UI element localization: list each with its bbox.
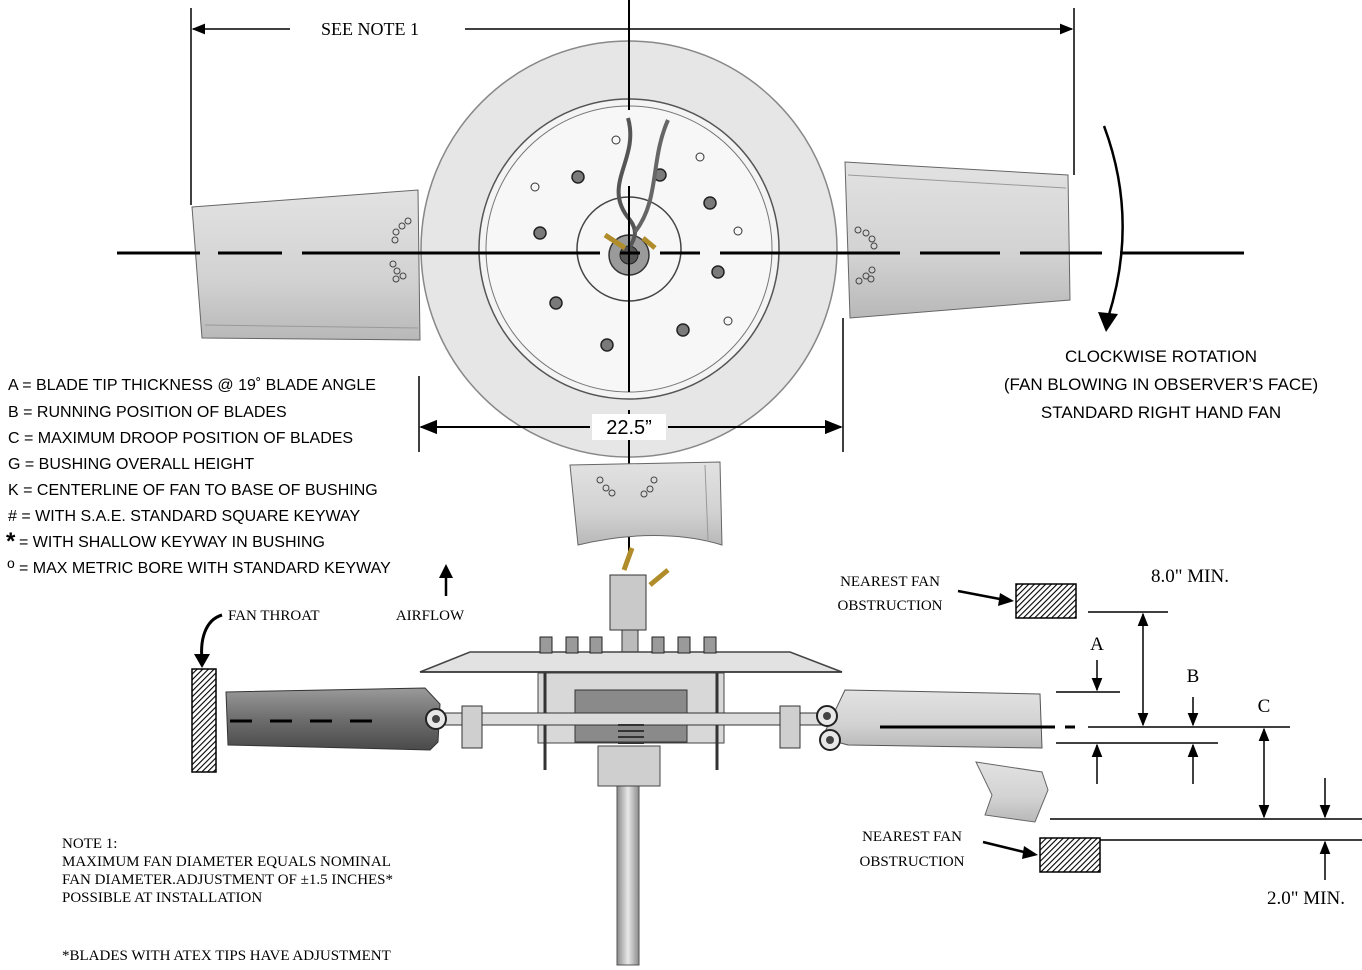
rotation-line3: STANDARD RIGHT HAND FAN [1041,403,1281,422]
label-a: A [1090,634,1104,655]
blade-right [844,161,1071,319]
obstruction-bottom: NEAREST FAN OBSTRUCTION 2.0" MIN. [859,829,1344,909]
hub-diameter-label: 22.5” [606,417,652,439]
airflow-arrow: AIRFLOW [396,564,465,624]
blade-left [191,189,421,341]
note-footnote: *BLADES WITH ATEX TIPS HAVE ADJUSTMENT [62,948,391,964]
legend-item: A = BLADE TIP THICKNESS @ 19˚ BLADE ANGL… [8,377,376,394]
legend-item: # = WITH S.A.E. STANDARD SQUARE KEYWAY [8,508,361,525]
clearance-dimensions [1050,611,1362,880]
note-line: POSSIBLE AT INSTALLATION [62,890,262,906]
legend-item: = WITH SHALLOW KEYWAY IN BUSHING [19,534,325,551]
blade-bottom [569,461,723,546]
legend-item: C = MAXIMUM DROOP POSITION OF BLADES [8,430,353,447]
legend-prefix: * [6,528,16,555]
label-c: C [1258,696,1271,717]
rotation-line2: (FAN BLOWING IN OBSERVER’S FACE) [1004,375,1318,394]
obstruction-bottom-line2: OBSTRUCTION [859,854,964,870]
note-line: MAXIMUM FAN DIAMETER EQUALS NOMINAL [62,854,391,870]
obstruction-bottom-line1: NEAREST FAN [862,829,962,845]
side-blade-left [225,687,447,751]
obstruction-top-line1: NEAREST FAN [840,574,940,590]
legend-item: = MAX METRIC BORE WITH STANDARD KEYWAY [19,560,391,577]
notes: NOTE 1: MAXIMUM FAN DIAMETER EQUALS NOMI… [62,836,393,964]
obstruction-top: NEAREST FAN OBSTRUCTION 8.0" MIN. [837,566,1229,619]
rotation-arrow: CLOCKWISE ROTATION (FAN BLOWING IN OBSER… [1004,125,1318,422]
legend-prefix: o [7,555,15,571]
rotation-line1: CLOCKWISE ROTATION [1065,347,1257,366]
clearance-bottom-label: 2.0" MIN. [1267,888,1345,909]
legend-item: K = CENTERLINE OF FAN TO BASE OF BUSHING [8,482,378,499]
hub-diameter-dimension: 22.5” [418,318,844,452]
note-heading: NOTE 1: [62,836,117,852]
see-note-label: SEE NOTE 1 [321,19,419,39]
legend-item: B = RUNNING POSITION OF BLADES [8,404,287,421]
legend-item: G = BUSHING OVERALL HEIGHT [8,456,254,473]
note-line: FAN DIAMETER.ADJUSTMENT OF ±1.5 INCHES* [62,872,393,888]
fan-throat-label: FAN THROAT [228,608,320,624]
label-b: B [1187,666,1200,687]
blade-droop-tip [975,761,1049,823]
centerline-side [230,719,1075,729]
side-blade-right [816,689,1043,751]
clearance-top-label: 8.0" MIN. [1151,566,1229,587]
airflow-label: AIRFLOW [396,608,465,624]
legend: A = BLADE TIP THICKNESS @ 19˚ BLADE ANGL… [6,377,391,577]
fan-assembly-side [419,547,843,966]
fan-throat: FAN THROAT [191,608,320,773]
overall-diameter-dimension: SEE NOTE 1 [190,8,1075,205]
obstruction-top-line2: OBSTRUCTION [837,598,942,614]
